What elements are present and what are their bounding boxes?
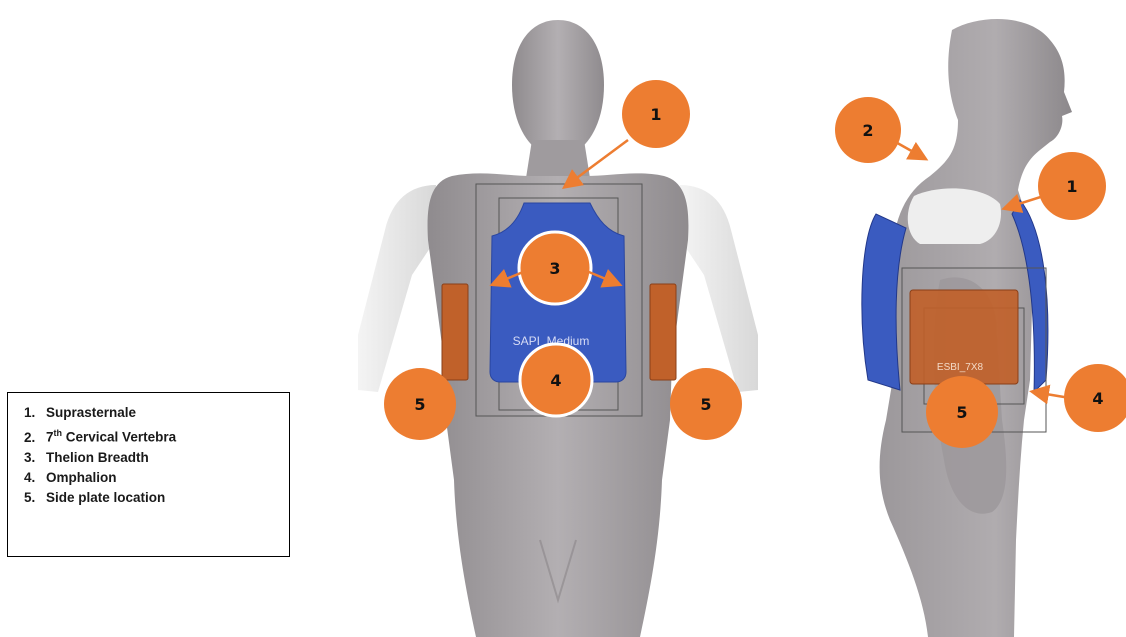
side-marker-2: 2 (835, 97, 924, 163)
side-marker-5-label: 5 (956, 403, 967, 422)
side-marker-1-label: 1 (1066, 177, 1077, 196)
front-figure: SAPI_Medium (358, 20, 758, 637)
front-marker-5-right: 5 (670, 368, 742, 440)
front-marker-5-left: 5 (384, 368, 456, 440)
side-plate-label: ESBI_7X8 (937, 362, 984, 373)
side-marker-5: 5 (926, 376, 998, 448)
legend-item-4: 4.Omphalion (16, 468, 289, 488)
front-marker-5-right-label: 5 (700, 395, 711, 414)
side-marker-4: 4 (1034, 364, 1126, 432)
front-marker-3-label: 3 (549, 259, 560, 278)
front-left-sleeve (358, 185, 436, 392)
front-head (512, 20, 604, 152)
front-marker-1-label: 1 (650, 105, 661, 124)
front-right-side-plate (650, 284, 676, 380)
side-marker-4-label: 4 (1092, 389, 1103, 408)
legend-box: 1.Suprasternale 2.7th Cervical Vertebra … (7, 392, 290, 557)
legend-item-2: 2.7th Cervical Vertebra (16, 423, 289, 448)
front-marker-4: 4 (520, 344, 592, 416)
front-marker-5-left-label: 5 (414, 395, 425, 414)
front-marker-4-label: 4 (550, 371, 561, 390)
legend-item-5: 5.Side plate location (16, 488, 289, 508)
front-left-side-plate (442, 284, 468, 380)
legend-item-3: 3.Thelion Breadth (16, 448, 289, 468)
side-shoulder-patch (908, 188, 1001, 244)
legend-item-1: 1.Suprasternale (16, 403, 289, 423)
legend-list: 1.Suprasternale 2.7th Cervical Vertebra … (16, 403, 289, 508)
side-marker-2-label: 2 (862, 121, 873, 140)
front-right-sleeve (680, 185, 758, 392)
front-neck (526, 140, 590, 178)
